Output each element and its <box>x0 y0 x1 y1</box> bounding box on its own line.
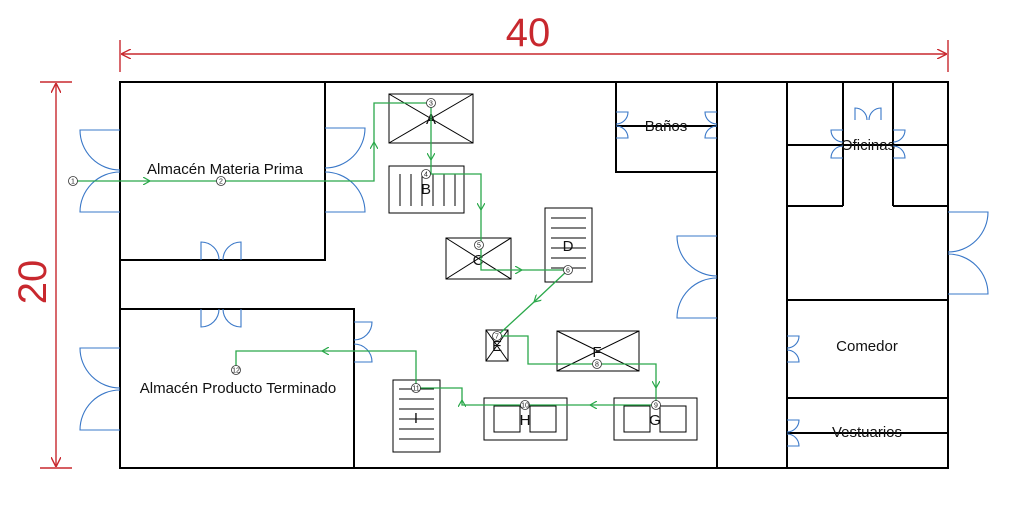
door-icon <box>79 347 121 431</box>
machine-C: C <box>445 237 512 280</box>
machine-label-B: B <box>421 181 431 198</box>
machine-B: B <box>388 165 465 214</box>
door-icon <box>786 335 800 363</box>
svg-text:8: 8 <box>595 362 599 369</box>
machine-label-C: C <box>473 252 484 269</box>
flow-step-4: 4 <box>421 169 431 179</box>
svg-text:10: 10 <box>521 403 529 410</box>
machine-label-H: H <box>520 412 531 429</box>
machine-E: E <box>485 329 509 362</box>
svg-text:12: 12 <box>232 368 240 375</box>
room-vestuarios: Vestuarios <box>786 397 949 469</box>
svg-text:2: 2 <box>219 179 223 186</box>
svg-text:9: 9 <box>654 403 658 410</box>
doors <box>79 107 989 447</box>
machine-label-G: G <box>649 412 661 429</box>
height-dimension: 20 <box>11 81 72 469</box>
room-oficinas: Oficinas <box>786 82 948 207</box>
machine-D: D <box>544 207 593 283</box>
svg-text:7: 7 <box>495 334 499 341</box>
room-almacen-materia-prima: Almacén Materia Prima <box>119 81 326 261</box>
svg-text:4: 4 <box>424 172 428 179</box>
room-almacen-producto-terminado: Almacén Producto Terminado <box>119 308 355 469</box>
door-icon <box>353 321 373 363</box>
room-label-banos: Baños <box>645 118 688 135</box>
door-icon <box>324 127 366 213</box>
machine-label-F: F <box>592 344 601 361</box>
svg-text:3: 3 <box>429 101 433 108</box>
flow-step-2: 2 <box>216 176 226 186</box>
svg-text:5: 5 <box>477 243 481 250</box>
flow-step-1: 1 <box>68 176 78 186</box>
machine-H: H <box>483 397 568 441</box>
room-comedor: Comedor <box>786 299 949 399</box>
width-dimension-label: 40 <box>506 11 551 55</box>
door-icon <box>786 419 800 447</box>
door-icon <box>892 129 906 159</box>
flow-step-8: 8 <box>592 359 602 369</box>
material-flow-path <box>73 102 656 405</box>
flow-step-6: 6 <box>563 265 573 275</box>
door-icon <box>676 235 718 319</box>
flow-step-markers: 1 2 3 4 5 6 7 8 9 10 11 12 <box>68 98 661 410</box>
door-icon <box>200 241 242 261</box>
building-outline <box>119 81 949 469</box>
door-icon <box>615 111 629 139</box>
svg-text:6: 6 <box>566 268 570 275</box>
width-dimension: 40 <box>119 11 949 72</box>
flow-step-10: 10 <box>520 400 530 410</box>
room-label-oficinas: Oficinas <box>841 137 895 154</box>
svg-text:1: 1 <box>71 179 75 186</box>
machine-label-I: I <box>414 410 418 427</box>
door-icon <box>200 308 242 328</box>
door-icon <box>704 111 718 139</box>
room-label-almacen-producto-terminado: Almacén Producto Terminado <box>140 380 337 397</box>
flow-step-12: 12 <box>231 365 241 375</box>
door-icon <box>830 129 844 159</box>
svg-text:11: 11 <box>412 386 419 393</box>
flow-step-5: 5 <box>474 240 484 250</box>
height-dimension-label: 20 <box>11 260 55 305</box>
room-banos: Baños <box>615 81 718 173</box>
door-icon <box>854 107 882 121</box>
machine-label-E: E <box>492 338 502 355</box>
door-icon <box>947 211 989 295</box>
flow-step-11: 11 <box>411 383 421 393</box>
room-label-vestuarios: Vestuarios <box>832 424 902 441</box>
door-icon <box>79 129 121 213</box>
flow-step-9: 9 <box>651 400 661 410</box>
room-label-almacen-materia-prima: Almacén Materia Prima <box>147 161 304 178</box>
machine-label-D: D <box>563 238 574 255</box>
flow-step-3: 3 <box>426 98 436 108</box>
flow-step-7: 7 <box>492 331 502 341</box>
room-label-comedor: Comedor <box>836 338 898 355</box>
